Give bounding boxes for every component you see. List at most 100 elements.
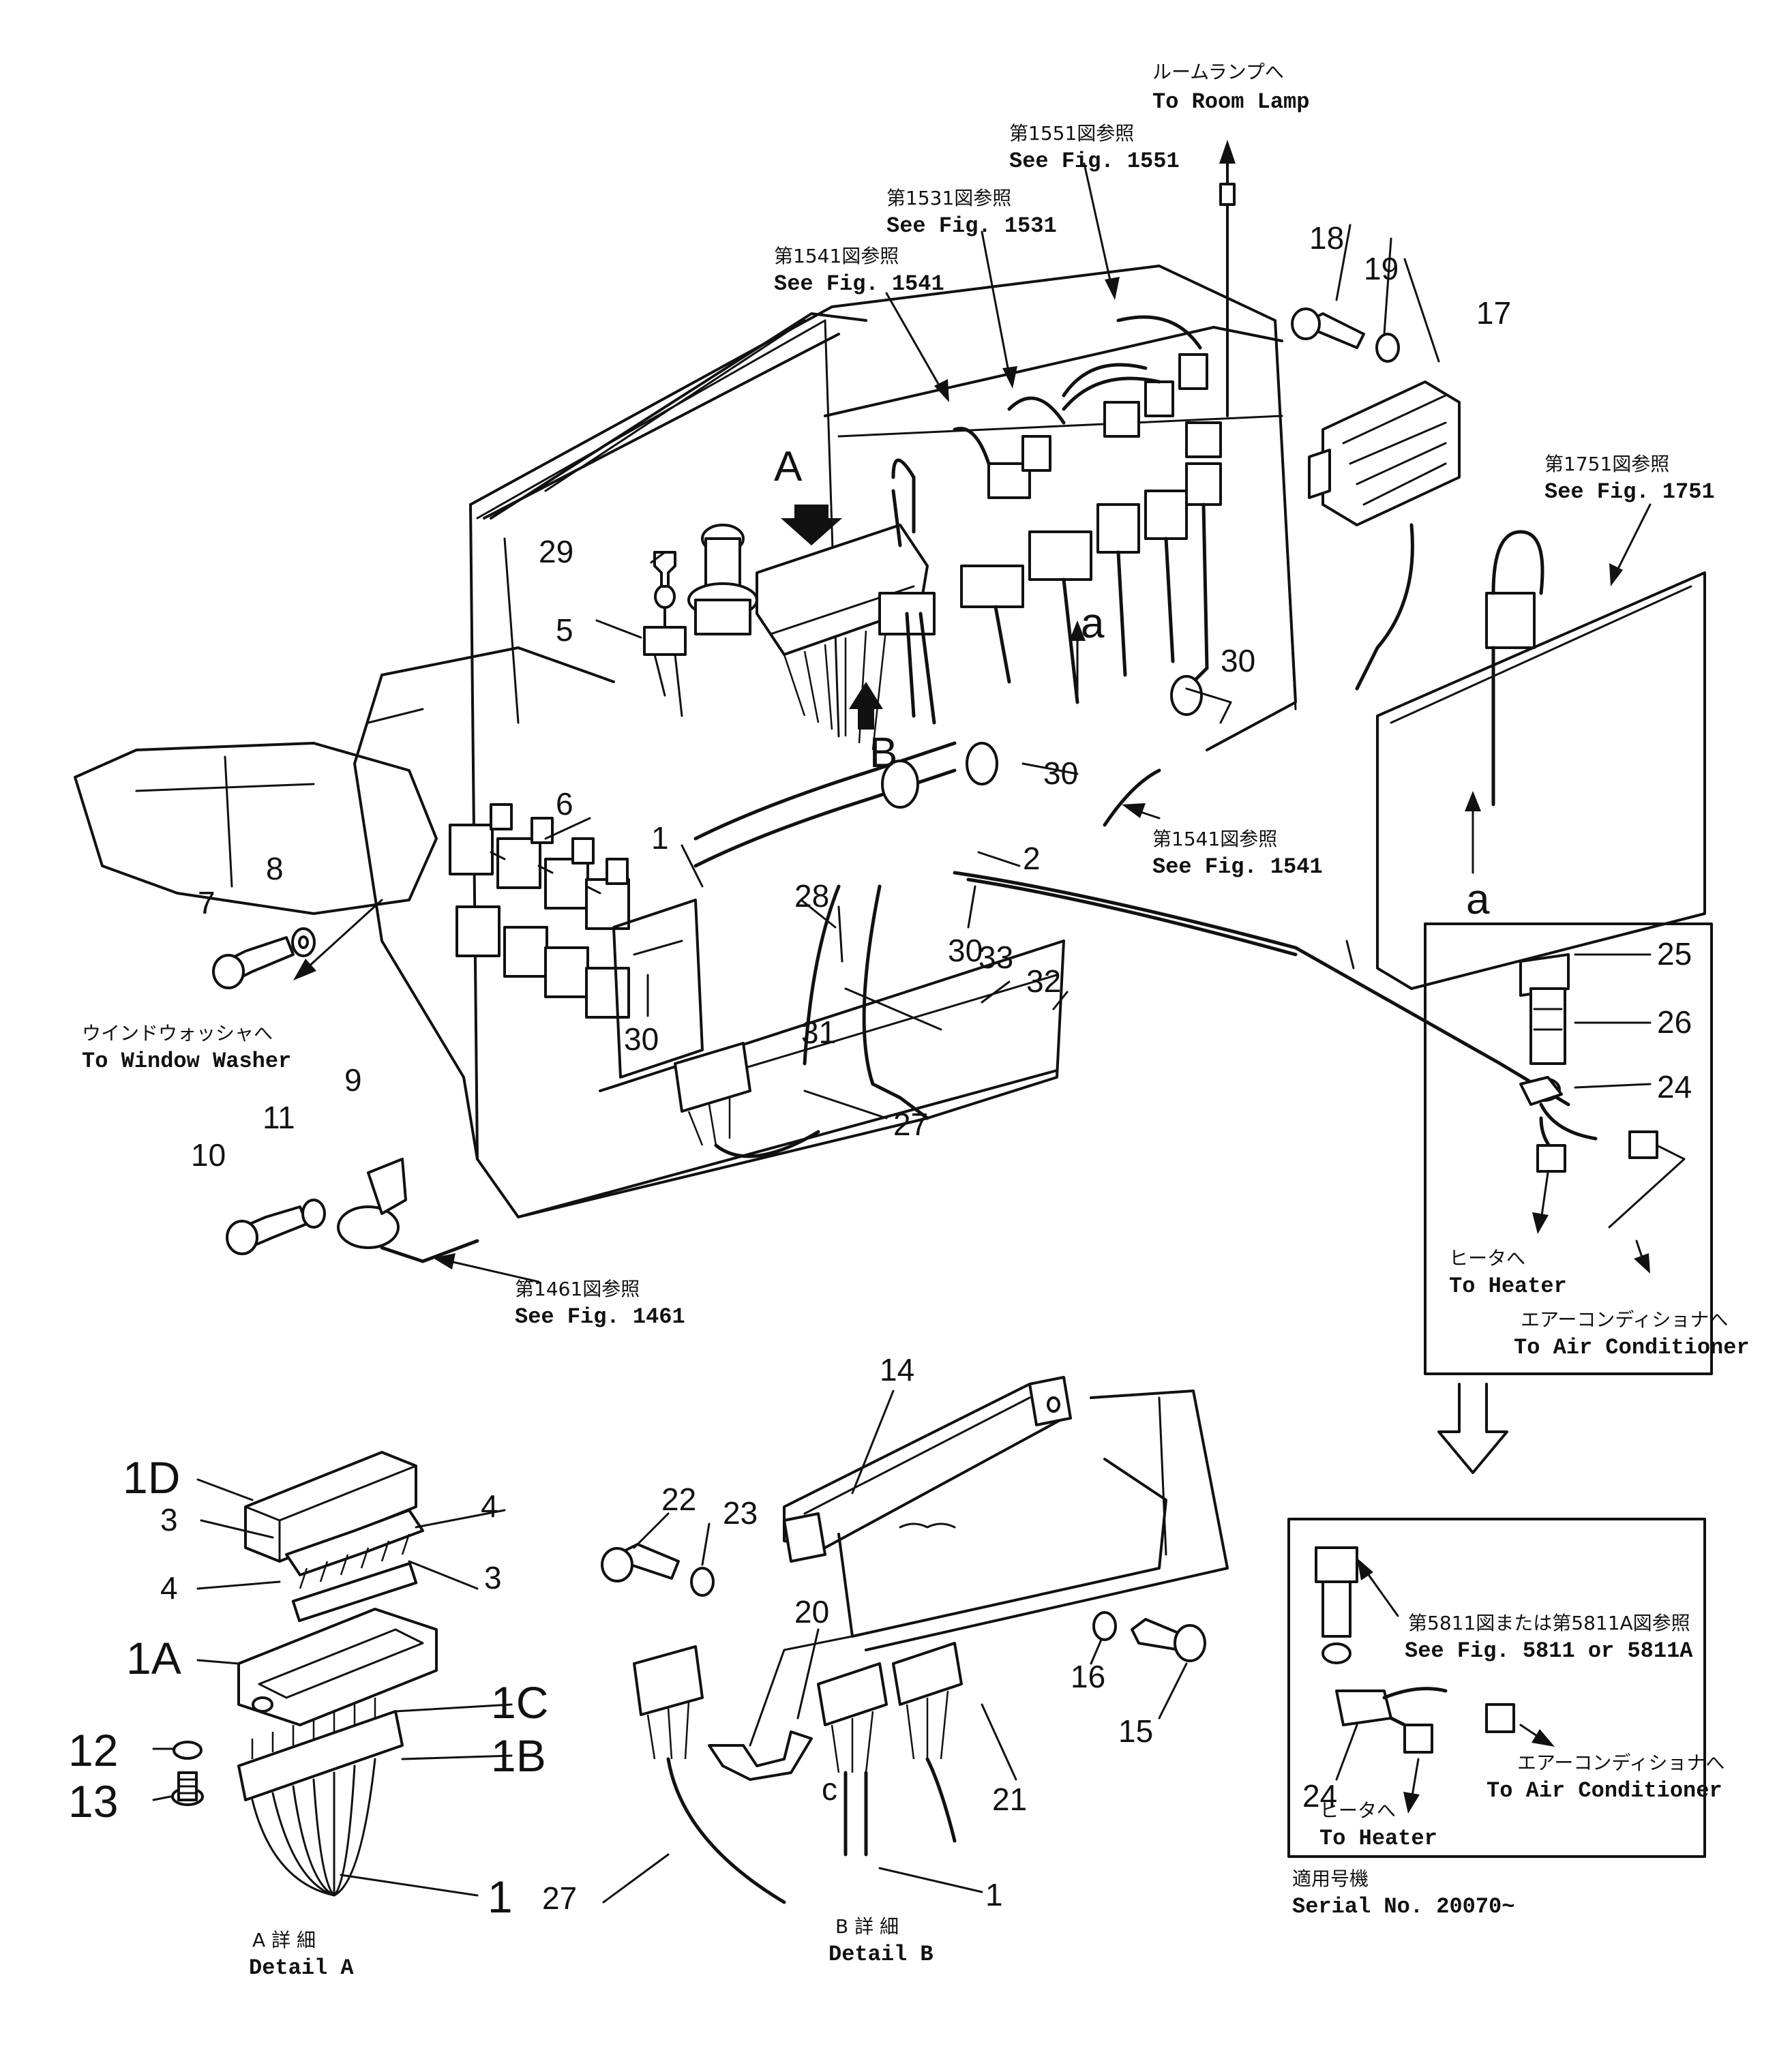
serial-en: Serial No. 20070~ — [1292, 1894, 1514, 1919]
detail-b-bolt-15 — [1131, 1618, 1206, 1662]
part-4-left: 4 — [160, 1570, 178, 1606]
bolt-7 — [212, 936, 295, 989]
window-washer-en: To Window Washer — [82, 1049, 291, 1074]
module-17 — [1308, 380, 1461, 691]
fig1541-top-en: See Fig. 1541 — [774, 271, 944, 297]
connector-27-main — [674, 1042, 820, 1158]
part-24-inset: 24 — [1302, 1778, 1337, 1814]
part-22: 22 — [661, 1482, 696, 1517]
relay-mount-plate — [612, 899, 704, 1079]
fig5811-en: See Fig. 5811 or 5811A — [1405, 1638, 1693, 1664]
room-lamp-en: To Room Lamp — [1152, 89, 1309, 115]
part-1D: 1D — [123, 1452, 180, 1503]
inset-serial-variant — [1287, 1518, 1706, 1858]
washer-8 — [291, 927, 316, 957]
fig1541-mid-jp: 第1541図参照 — [1152, 828, 1277, 850]
part-11: 11 — [263, 1100, 295, 1135]
detail-b-washer-16 — [1092, 1611, 1117, 1641]
fig1751-en: See Fig. 1751 — [1544, 479, 1715, 505]
switch-29 — [653, 551, 676, 588]
part-3-upper: 3 — [160, 1502, 178, 1537]
part-number-labels: 1 2 5 6 7 8 9 10 11 17 18 19 24 25 26 27… — [68, 220, 1692, 1922]
relay-group — [449, 803, 630, 1019]
part-5: 5 — [556, 612, 573, 648]
annotation-labels: ルームランプへ To Room Lamp 第1551図参照 See Fig. 1… — [82, 61, 1750, 1981]
part-31: 31 — [801, 1015, 836, 1050]
rotary-switch — [687, 524, 758, 635]
big-down-arrow-icon — [1437, 1383, 1508, 1474]
detail-a-fuse-block-1A — [237, 1608, 438, 1726]
part-1: 1 — [651, 820, 669, 856]
part-1A: 1A — [126, 1633, 181, 1683]
heater2-jp: ヒータへ — [1319, 1799, 1396, 1822]
detail-b-clip-20 — [708, 1730, 813, 1781]
part-20: 20 — [794, 1594, 829, 1630]
part-24: 24 — [1657, 1069, 1692, 1105]
part-15: 15 — [1118, 1713, 1153, 1749]
part-3-lower: 3 — [484, 1560, 502, 1595]
detail-a-screw-13 — [171, 1771, 204, 1806]
detail-a-terminal-1B — [237, 1698, 404, 1897]
part-9: 9 — [344, 1062, 362, 1098]
detail-b-connectors — [817, 1642, 963, 1857]
part-1C: 1C — [491, 1677, 548, 1728]
fig1461-jp: 第1461図参照 — [515, 1278, 640, 1300]
inset-heater-aircon — [1424, 922, 1713, 1375]
detail-a-cover-1D — [244, 1451, 417, 1563]
heater2-en: To Heater — [1319, 1826, 1437, 1851]
fig1551-en: See Fig. 1551 — [1009, 149, 1180, 174]
fig1531-jp: 第1531図参照 — [886, 187, 1011, 209]
part-30-mid: 30 — [1043, 755, 1078, 791]
fig5811-jp: 第5811図または第5811A図参照 — [1408, 1612, 1690, 1634]
serial-jp: 適用号機 — [1292, 1867, 1369, 1890]
part-4-right: 4 — [481, 1488, 498, 1524]
part-32: 32 — [1026, 963, 1061, 999]
fig1551-jp: 第1551図参照 — [1009, 122, 1134, 145]
part-1-detail-b: 1 — [985, 1877, 1003, 1912]
fig1531-en: See Fig. 1531 — [886, 213, 1057, 239]
part-1B: 1B — [491, 1730, 546, 1781]
fig1751-jp: 第1751図参照 — [1544, 453, 1669, 475]
part-10: 10 — [191, 1137, 226, 1173]
part-19: 19 — [1364, 251, 1399, 286]
room-lamp-jp: ルームランプへ — [1152, 61, 1284, 83]
part-14: 14 — [880, 1352, 914, 1387]
washer-11 — [301, 1199, 326, 1229]
part-33: 33 — [979, 940, 1013, 975]
part-1-detail-a: 1 — [488, 1872, 513, 1922]
part-23: 23 — [723, 1495, 758, 1531]
detail-a-washer-12 — [173, 1741, 203, 1760]
part-18: 18 — [1309, 220, 1344, 256]
detail-a-jp: A 詳 細 — [252, 1929, 316, 1951]
letter-c: c — [822, 1771, 837, 1807]
detail-a-fuses — [285, 1509, 424, 1623]
part-21: 21 — [992, 1782, 1027, 1817]
bolt-10 — [226, 1205, 308, 1255]
connectors-top — [878, 315, 1222, 725]
fig1541-mid-en: See Fig. 1541 — [1152, 854, 1323, 880]
part-17: 17 — [1476, 295, 1511, 331]
detail-b-en: Detail B — [828, 1942, 934, 1967]
part-12: 12 — [68, 1725, 118, 1775]
detail-a-en: Detail A — [249, 1955, 354, 1981]
arrow-letter-a-right: a — [1466, 876, 1490, 923]
detail-b-connector-27 — [633, 1645, 786, 1904]
arrow-letter-a-top: a — [1081, 600, 1105, 647]
right-panel — [1376, 530, 1706, 990]
horn-9 — [337, 1158, 479, 1263]
detail-b-tray — [749, 1390, 1229, 1747]
window-washer-jp: ウインドウォッシャへ — [82, 1022, 273, 1045]
aircon1-jp: エアーコンディショナへ — [1521, 1308, 1728, 1331]
view-letter-a: A — [774, 443, 803, 490]
part-25: 25 — [1657, 936, 1692, 972]
main-console-housing — [74, 265, 1297, 1218]
view-letter-b: B — [869, 730, 897, 777]
detail-b-bolt-22 — [601, 1543, 680, 1582]
fig1541-top-jp: 第1541図参照 — [774, 245, 899, 267]
part-28: 28 — [794, 878, 829, 914]
view-letters: A B a a c — [774, 443, 1490, 1807]
detail-b-washer-23 — [690, 1567, 715, 1597]
part-30-left: 30 — [624, 1021, 659, 1057]
